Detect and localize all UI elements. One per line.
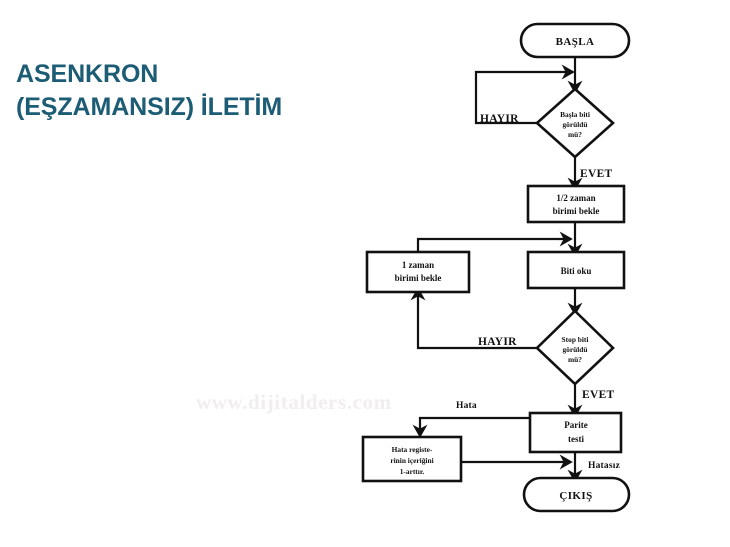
page-title: ASENKRON (EŞZAMANSIZ) İLETİM	[16, 60, 283, 121]
node-parity-test-line2: testi	[568, 434, 584, 444]
node-read-bit-label: Biti oku	[561, 266, 592, 276]
node-exit-label: ÇIKIŞ	[559, 490, 592, 502]
edge-parity-error	[412, 416, 530, 438]
edge-waitone-to-readbit	[416, 231, 573, 252]
node-decision-start-bit-line2: görüldü	[562, 120, 587, 129]
node-read-bit: Biti oku	[526, 250, 626, 290]
node-wait-half-unit: 1/2 zaman birimi bekle	[526, 184, 626, 224]
edge-label-yes-stop-bit: EVET	[582, 389, 615, 401]
node-decision-start-bit-line3: mü?	[568, 130, 582, 139]
node-start-label: BAŞLA	[556, 36, 595, 48]
node-parity-test-line1: Parite	[564, 420, 587, 430]
watermark-text: www.dijitalders.com	[196, 390, 392, 414]
edge-label-error: Hata	[456, 401, 477, 411]
node-wait-one-unit-line1: 1 zaman	[402, 260, 434, 270]
node-wait-one-unit: 1 zaman birimi bekle	[365, 250, 471, 294]
node-error-register-line3: 1-arttır.	[400, 467, 425, 476]
node-start: BAŞLA	[519, 22, 631, 59]
node-decision-stop-bit-line1: Stop biti	[562, 335, 589, 344]
node-parity-test: Parite testi	[528, 411, 623, 454]
node-decision-stop-bit-line3: mü?	[568, 355, 582, 364]
node-error-register-line1: Hata registe-	[392, 445, 433, 454]
edge-label-no-stop-bit: HAYIR	[478, 336, 517, 348]
node-exit: ÇIKIŞ	[522, 476, 631, 513]
edge-decision1-no-loopback	[474, 64, 575, 125]
node-wait-half-unit-line1: 1/2 zaman	[556, 193, 595, 203]
node-wait-half-unit-line2: birimi bekle	[553, 206, 600, 216]
node-wait-one-unit-line2: birimi bekle	[395, 273, 442, 283]
node-decision-stop-bit-line2: görüldü	[562, 345, 587, 354]
node-decision-start-bit-line1: Başla biti	[560, 110, 590, 119]
node-decision-start-bit: Başla biti görüldü mü?	[535, 87, 615, 159]
edge-label-no-start-bit: HAYIR	[480, 113, 519, 125]
edge-label-yes-start-bit: EVET	[580, 168, 613, 180]
edge-decision2-no-loopback	[410, 287, 538, 350]
node-error-register: Hata registe- rinin içeriğini 1-arttır.	[361, 435, 463, 483]
node-error-register-line2: rinin içeriğini	[390, 456, 433, 465]
node-decision-stop-bit: Stop biti görüldü mü?	[535, 309, 615, 386]
edge-label-no-error: Hatasız	[588, 461, 621, 471]
